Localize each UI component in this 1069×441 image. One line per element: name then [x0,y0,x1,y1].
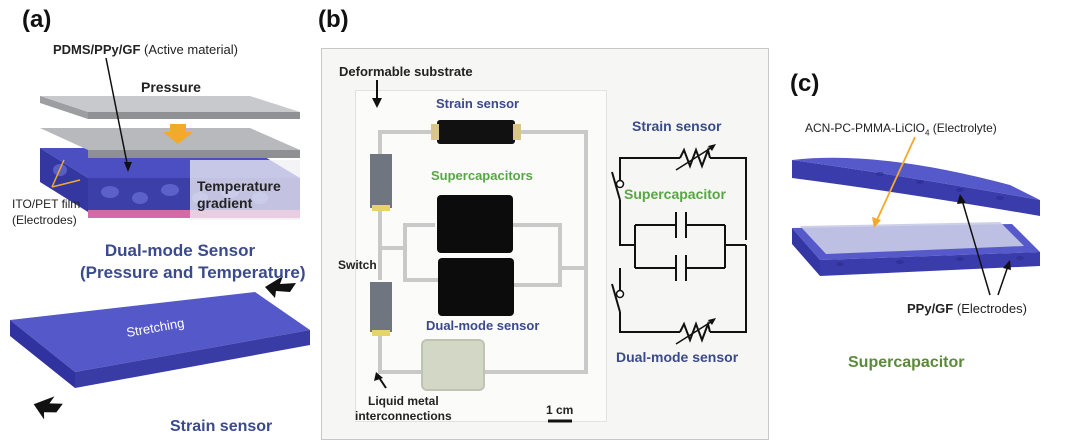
supercapacitor-title: Supercapacitor [848,354,965,371]
active-material-rest: (Active material) [140,42,238,57]
circuit-supercapacitor-label: Supercapacitor [624,186,726,202]
temperature-label: Temperature gradient [197,178,281,211]
panel-b-label: (b) [318,6,349,33]
dual-mode-photo-label: Dual-mode sensor [426,318,540,333]
liquid-metal-wires [378,130,588,374]
electrode-pointer-top [961,199,991,296]
stretch-arrow-left-icon [33,396,63,420]
pressure-label: Pressure [141,79,201,95]
supercapacitors-photo-label: Supercapacitors [431,168,533,183]
electrodes-label: ITO/PET film (Electrodes) [12,197,81,227]
switch-top-device [370,154,392,208]
top-electrode-top [792,157,1040,200]
supercapacitor-bottom-device [438,258,514,316]
sensor-blue-layer-side [40,148,88,212]
temperature-gradient-shade [190,160,300,220]
panel-a-label: (a) [22,6,52,33]
top-electrode-front [792,160,1040,216]
ppy-gf-label: PPy/GF (Electrodes) [907,301,1027,316]
dual-mode-sensor-device [421,339,485,391]
liquid-metal-arrow-icon [374,372,383,381]
deformable-substrate-label: Deformable substrate [339,64,473,79]
dual-mode-title: Dual-mode Sensor (Pressure and Temperatu… [80,241,306,282]
electrode-pointer-a [51,159,65,188]
top-electrode-texture [836,172,1024,266]
stretch-arrow-right-icon [265,276,296,298]
switch-label: Switch [338,258,377,272]
circuit-dual-label: Dual-mode sensor [616,349,739,365]
switch-bottom-device [370,282,392,332]
strain-sheet-top [10,292,310,372]
switch-symbol-top-icon [615,179,625,189]
circuit-schematic [619,157,747,333]
active-material-pointer [105,57,129,169]
switch-symbol-bottom-icon [615,289,625,299]
strain-sheet-front [75,330,310,388]
sensor-mid-plate [40,128,300,150]
panel-c-label: (c) [790,70,820,97]
sensor-top-plate [40,96,300,112]
deformable-arrow-icon [372,98,382,108]
electrolyte-label: ACN-PC-PMMA-LiClO4 (Electrolyte) [805,121,997,138]
electrode-pointer-bottom [997,265,1009,296]
liquid-metal-label: Liquid metal interconnections [355,394,452,423]
supercapacitor-top-device [437,195,513,253]
bottom-electrode-front [820,252,1040,276]
scale-label: 1 cm [546,403,574,417]
electrolyte-layer [800,222,1024,254]
strain-sensor-title: Strain sensor [170,418,273,435]
active-material-bold: PDMS/PPy/GF [53,42,141,57]
pressure-arrow-icon [163,124,193,144]
strain-sensor-device [437,120,515,144]
electrolyte-pointer [875,136,916,223]
strain-sensor-photo-label: Strain sensor [436,96,520,111]
active-material-label: PDMS/PPy/GF (Active material) [53,42,238,57]
circuit-strain-label: Strain sensor [632,118,722,134]
